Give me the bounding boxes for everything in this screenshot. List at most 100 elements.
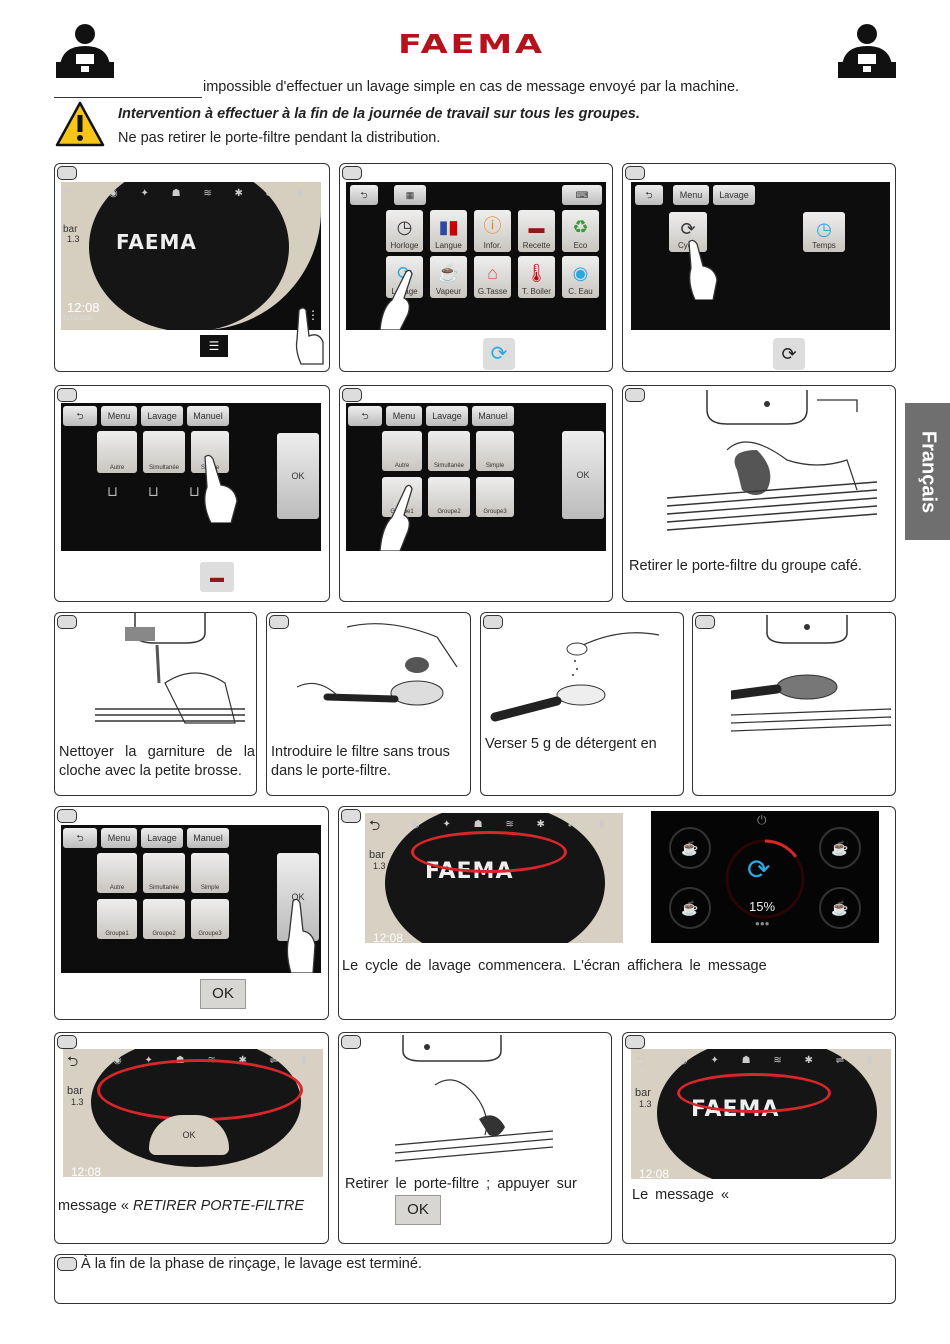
tile-groupe1[interactable]: Groupe1 [97,899,137,939]
tab-lavage[interactable]: Lavage [141,828,183,848]
back-icon[interactable]: ⮌ [67,1053,79,1069]
ok-button-icon: OK [200,979,246,1009]
bar-value: 1.3 [639,1099,652,1109]
clock: 12:08 [67,300,100,315]
hand-pointer-icon [295,307,324,365]
language-tab[interactable]: Français [905,403,950,540]
tile-ceau[interactable]: ◉C. Eau [562,256,599,298]
tile-groupe2[interactable]: Groupe2 [428,477,470,517]
tab-manuel[interactable]: Manuel [187,406,229,426]
back-button[interactable]: ⮌ [635,185,663,205]
message-highlight [677,1073,831,1113]
tile-autre[interactable]: Autre [97,853,137,893]
calculator-icon[interactable]: ▦ [394,185,426,205]
step-number [695,615,715,629]
bar-label: bar [67,1085,83,1097]
keyboard-icon[interactable]: ⌨ [562,185,602,205]
tab-menu[interactable]: Menu [101,828,137,848]
tile-vapeur[interactable]: ☕Vapeur [430,256,467,298]
progress-ring [725,839,805,919]
insert-filter-illustration [296,623,458,706]
ok-button[interactable]: OK [562,431,604,519]
back-button[interactable]: ⮌ [348,406,382,426]
language-tab-label: Français [917,430,939,513]
bar-value: 1.3 [67,234,80,244]
step-7: Nettoyer la garniture de la cloche avec … [54,612,257,796]
tile-groupe3[interactable]: Groupe3 [191,899,229,939]
tile-simple[interactable]: Simple [476,431,514,471]
tab-manuel[interactable]: Manuel [472,406,514,426]
wash-message-screen: ◉ ✦ ☗ ≋ ✱ ⇌ ▮ ⮌ bar 1.3 FAEMA 12:08 [631,1049,891,1179]
screen-logo: FAEMA [116,230,197,254]
power-icon[interactable]: ⏻ [757,813,767,827]
step-3: ⮌ Menu Lavage ⟳Cycle ◷Temps ⟳ [622,163,896,372]
page-dots: ●●● [755,919,770,928]
back-button[interactable]: ⮌ [350,185,378,205]
wash-type-screen: ⮌ Menu Lavage Manuel Autre Simultanée Si… [61,403,321,551]
hand-pointer-icon [379,269,413,330]
washing-message-screen: ◉ ✦ ☗ ≋ ✱ ⇌ ▮ ⮌ bar 1.3 FAEMA 12:08 [365,813,623,943]
tab-menu[interactable]: Menu [101,406,137,426]
back-icon[interactable]: ⮌ [63,185,74,200]
step-11: ⮌ Menu Lavage Manuel Autre Simultanée Si… [54,806,329,1020]
cup-button-br[interactable]: ☕ [819,887,861,929]
warning-icon [55,101,105,147]
step-number [483,615,503,629]
ok-button[interactable]: OK [277,433,319,519]
intro-text: impossible d'effectuer un lavage simple … [203,79,740,95]
tile-groupe3[interactable]: Groupe3 [476,477,514,517]
simple-wash-icon: ▬ [200,562,234,592]
tile-tboiler[interactable]: 🌡T. Boiler [518,256,555,298]
tile-simple[interactable]: Simple [191,853,229,893]
tile-simultanee[interactable]: Simultanée [143,431,185,473]
back-icon[interactable]: ⮌ [635,1053,647,1069]
home-screen: ◉ ✦ ☗ ≋ ✱ ⇌ ▮ ⮌ bar 1.3 FAEMA 12:08 11/0… [61,182,321,330]
tile-eco[interactable]: ♻Eco [562,210,599,252]
step-number [57,1035,77,1049]
back-icon[interactable]: ⮌ [369,817,381,833]
lavage-screen: ⮌ Menu Lavage ⟳Cycle ◷Temps [631,182,890,330]
back-button[interactable]: ⮌ [63,406,97,426]
cup-button-tr[interactable]: ☕ [819,827,861,869]
tile-langue[interactable]: ▮▮Langue [430,210,467,252]
step-13: ◉ ✦ ☗ ≋ ✱ ⇌ ▮ ⮌ bar 1.3 OK 12:08 message… [54,1032,329,1244]
tile-recette[interactable]: ▬Recette [518,210,555,252]
tab-lavage[interactable]: Lavage [426,406,468,426]
step-caption: Retirer le porte-filtre du groupe café. [629,558,862,574]
tile-simultanee[interactable]: Simultanée [428,431,470,471]
tile-autre[interactable]: Autre [97,431,137,473]
step-number [341,809,361,823]
brush-cleaning-illustration [95,613,245,724]
tab-menu[interactable]: Menu [386,406,422,426]
barista-icon-left [56,24,114,78]
tab-lavage[interactable]: Lavage [141,406,183,426]
step-number [269,615,289,629]
step-number [57,1257,77,1271]
cycle-icon: ⟳ [773,338,805,370]
status-icons: ◉ ✦ ☗ ≋ ✱ ⇌ ▮ [679,1055,883,1066]
bar-label: bar [63,224,78,235]
cup-button-tl[interactable]: ☕ [669,827,711,869]
tile-simultanee[interactable]: Simultanée [143,853,185,893]
tab-lavage[interactable]: Lavage [713,185,755,205]
back-button[interactable]: ⮌ [63,828,97,848]
tile-groupe2[interactable]: Groupe2 [143,899,185,939]
ok-popup[interactable]: OK [149,1115,229,1155]
hand-pointer-icon [379,484,413,551]
step-1: ◉ ✦ ☗ ≋ ✱ ⇌ ▮ ⮌ bar 1.3 FAEMA 12:08 11/0… [54,163,330,372]
tile-cycle[interactable]: ⟳Cycle [669,212,707,252]
hand-pointer-icon [286,898,316,973]
tile-horloge[interactable]: ◷Horloge [386,210,423,252]
tile-temps[interactable]: ◷Temps [803,212,845,252]
bar-value: 1.3 [373,861,386,871]
tile-gtasse[interactable]: ⌂G.Tasse [474,256,511,298]
tile-autre[interactable]: Autre [382,431,422,471]
brand-logo: FAEMA [398,30,545,60]
tab-manuel[interactable]: Manuel [187,828,229,848]
cup-button-bl[interactable]: ☕ [669,887,711,929]
step-10 [692,612,896,796]
tab-menu[interactable]: Menu [673,185,709,205]
